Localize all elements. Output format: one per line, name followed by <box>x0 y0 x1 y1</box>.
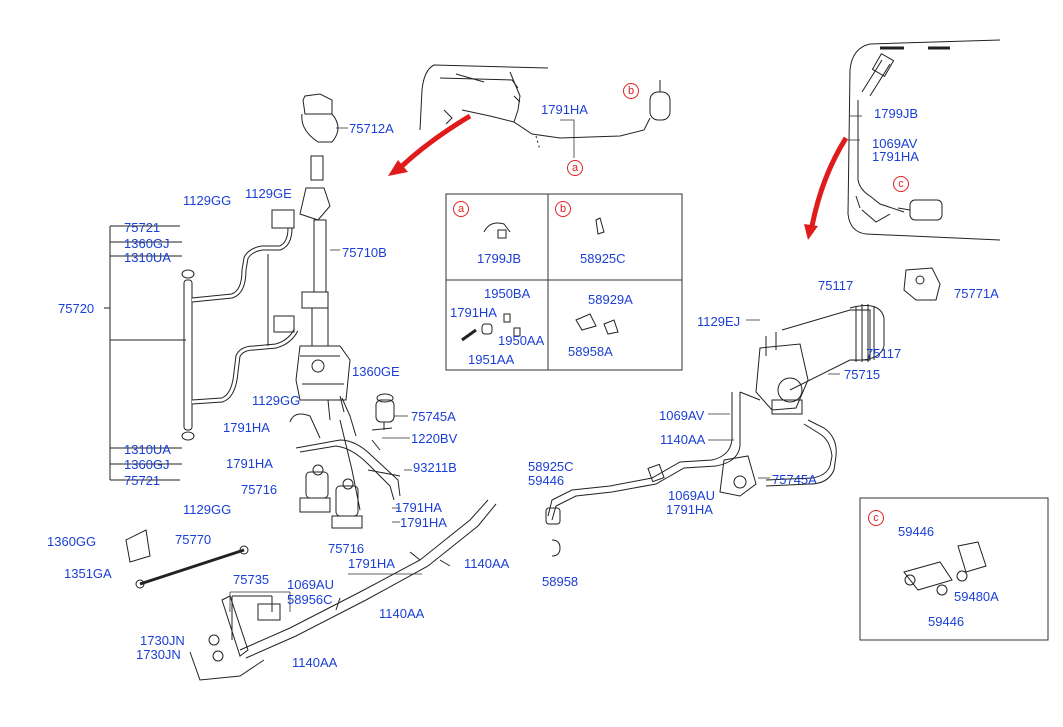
bottom-cable-run <box>239 499 497 659</box>
label-59446-c1[interactable]: 59446 <box>898 524 935 539</box>
label-75117-bot[interactable]: 75117 <box>866 346 902 361</box>
arrow-right-head <box>804 224 818 240</box>
right-lines-and-valve <box>545 392 837 557</box>
label-58925C-mid[interactable]: 58925C <box>528 459 574 474</box>
label-75715[interactable]: 75715 <box>844 367 881 382</box>
label-1951AA[interactable]: 1951AA <box>468 352 515 367</box>
callout-a[interactable]: a <box>567 160 583 176</box>
direction-arrows <box>388 113 849 240</box>
label-1069AV-mid[interactable]: 1069AV <box>659 408 705 423</box>
inset-c-marker: c <box>868 510 884 526</box>
label-1310UA-bot[interactable]: 1310UA <box>124 442 171 457</box>
inset-b-marker: b <box>555 201 571 217</box>
label-1360GE[interactable]: 1360GE <box>352 364 400 379</box>
label-1220BV[interactable]: 1220BV <box>411 431 458 446</box>
label-58958A[interactable]: 58958A <box>568 344 613 359</box>
label-1129EJ[interactable]: 1129EJ <box>697 314 741 329</box>
inset-ab-parts <box>461 217 619 342</box>
label-58929A[interactable]: 58929A <box>588 292 633 307</box>
label-75771A[interactable]: 75771A <box>954 286 999 301</box>
label-1129GG-top[interactable]: 1129GG <box>183 193 232 208</box>
label-1310UA-top[interactable]: 1310UA <box>124 250 171 265</box>
label-1069AV-right[interactable]: 1069AV <box>872 136 918 151</box>
label-59446-mid[interactable]: 59446 <box>528 473 565 488</box>
label-1791HA-inset[interactable]: 1791HA <box>450 305 497 320</box>
label-1129GE[interactable]: 1129GE <box>245 186 292 201</box>
arrow-left-head <box>388 160 408 176</box>
label-75712A[interactable]: 75712A <box>349 121 394 136</box>
label-1730JN-a[interactable]: 1730JN <box>140 633 185 648</box>
label-1351GA[interactable]: 1351GA <box>64 566 112 581</box>
inset-a-marker: a <box>453 201 469 217</box>
bracket-75735 <box>189 595 281 681</box>
label-75745A-right[interactable]: 75745A <box>772 472 817 487</box>
label-1140AA-mid[interactable]: 1140AA <box>660 432 706 447</box>
label-75720[interactable]: 75720 <box>58 301 95 316</box>
label-59446-c2[interactable]: 59446 <box>928 614 965 629</box>
label-1360GJ-bot[interactable]: 1360GJ <box>124 457 170 472</box>
label-75710B[interactable]: 75710B <box>342 245 387 260</box>
label-75716-b[interactable]: 75716 <box>328 541 365 556</box>
label-1791HA-right[interactable]: 1791HA <box>872 149 919 164</box>
rod-75770 <box>125 529 249 589</box>
label-1730JN-b[interactable]: 1730JN <box>136 647 181 662</box>
label-58958[interactable]: 58958 <box>542 574 579 589</box>
label-1791HA-2[interactable]: 1791HA <box>226 456 273 471</box>
label-1791HA-3[interactable]: 1791HA <box>395 500 442 515</box>
label-75745A-left[interactable]: 75745A <box>411 409 456 424</box>
label-1069AU-left[interactable]: 1069AU <box>287 577 334 592</box>
label-59480A[interactable]: 59480A <box>954 589 999 604</box>
label-75735[interactable]: 75735 <box>233 572 270 587</box>
label-75117-top[interactable]: 75117 <box>818 278 854 293</box>
steering-column-assembly <box>295 93 351 421</box>
label-1140AA-b[interactable]: 1140AA <box>379 606 425 621</box>
label-58925C-inset[interactable]: 58925C <box>580 251 626 266</box>
inset-c-connectors <box>903 541 987 596</box>
cab-harness-view <box>419 64 671 151</box>
label-1360GG[interactable]: 1360GG <box>47 534 97 549</box>
label-75721-bot[interactable]: 75721 <box>124 473 161 488</box>
right-cab-view <box>847 39 1001 241</box>
label-1791HA-5[interactable]: 1791HA <box>348 556 395 571</box>
label-75716-a[interactable]: 75716 <box>241 482 278 497</box>
label-1129GG-mid[interactable]: 1129GG <box>252 393 301 408</box>
label-75770[interactable]: 75770 <box>175 532 212 547</box>
label-58956C[interactable]: 58956C <box>287 592 333 607</box>
label-1791HA-4[interactable]: 1791HA <box>400 515 447 530</box>
middle-hose-lines <box>289 397 401 511</box>
label-1799JB-right[interactable]: 1799JB <box>874 106 919 121</box>
label-1360GJ-top[interactable]: 1360GJ <box>124 236 170 251</box>
callout-b[interactable]: b <box>623 83 639 99</box>
actuators-75716 <box>299 464 363 529</box>
arrow-left <box>400 113 472 168</box>
cylinder-75715 <box>739 304 885 415</box>
arrow-right <box>809 136 849 227</box>
callout-c[interactable]: c <box>893 176 909 192</box>
label-1129GG-bot[interactable]: 1129GG <box>183 502 232 517</box>
label-1791HA-top[interactable]: 1791HA <box>541 102 588 117</box>
label-75721-top[interactable]: 75721 <box>124 220 161 235</box>
label-1140AA-c[interactable]: 1140AA <box>292 655 338 670</box>
leader-lines <box>229 115 862 612</box>
label-1950BA[interactable]: 1950BA <box>484 286 531 301</box>
inset-borders <box>445 193 1049 641</box>
label-1069AU-mid[interactable]: 1069AU <box>668 488 715 503</box>
label-1799JB-inset[interactable]: 1799JB <box>477 251 522 266</box>
label-93211B[interactable]: 93211B <box>413 460 457 475</box>
label-1791HA-mid[interactable]: 1791HA <box>666 502 713 517</box>
bracket-75771A <box>903 267 941 301</box>
valve-75745A-left <box>371 393 395 431</box>
reservoir-rod-and-hoses <box>181 209 299 441</box>
label-1791HA-1[interactable]: 1791HA <box>223 420 270 435</box>
group-bracket-75720 <box>104 225 186 481</box>
label-1140AA-a[interactable]: 1140AA <box>464 556 510 571</box>
label-1950AA[interactable]: 1950AA <box>498 333 545 348</box>
